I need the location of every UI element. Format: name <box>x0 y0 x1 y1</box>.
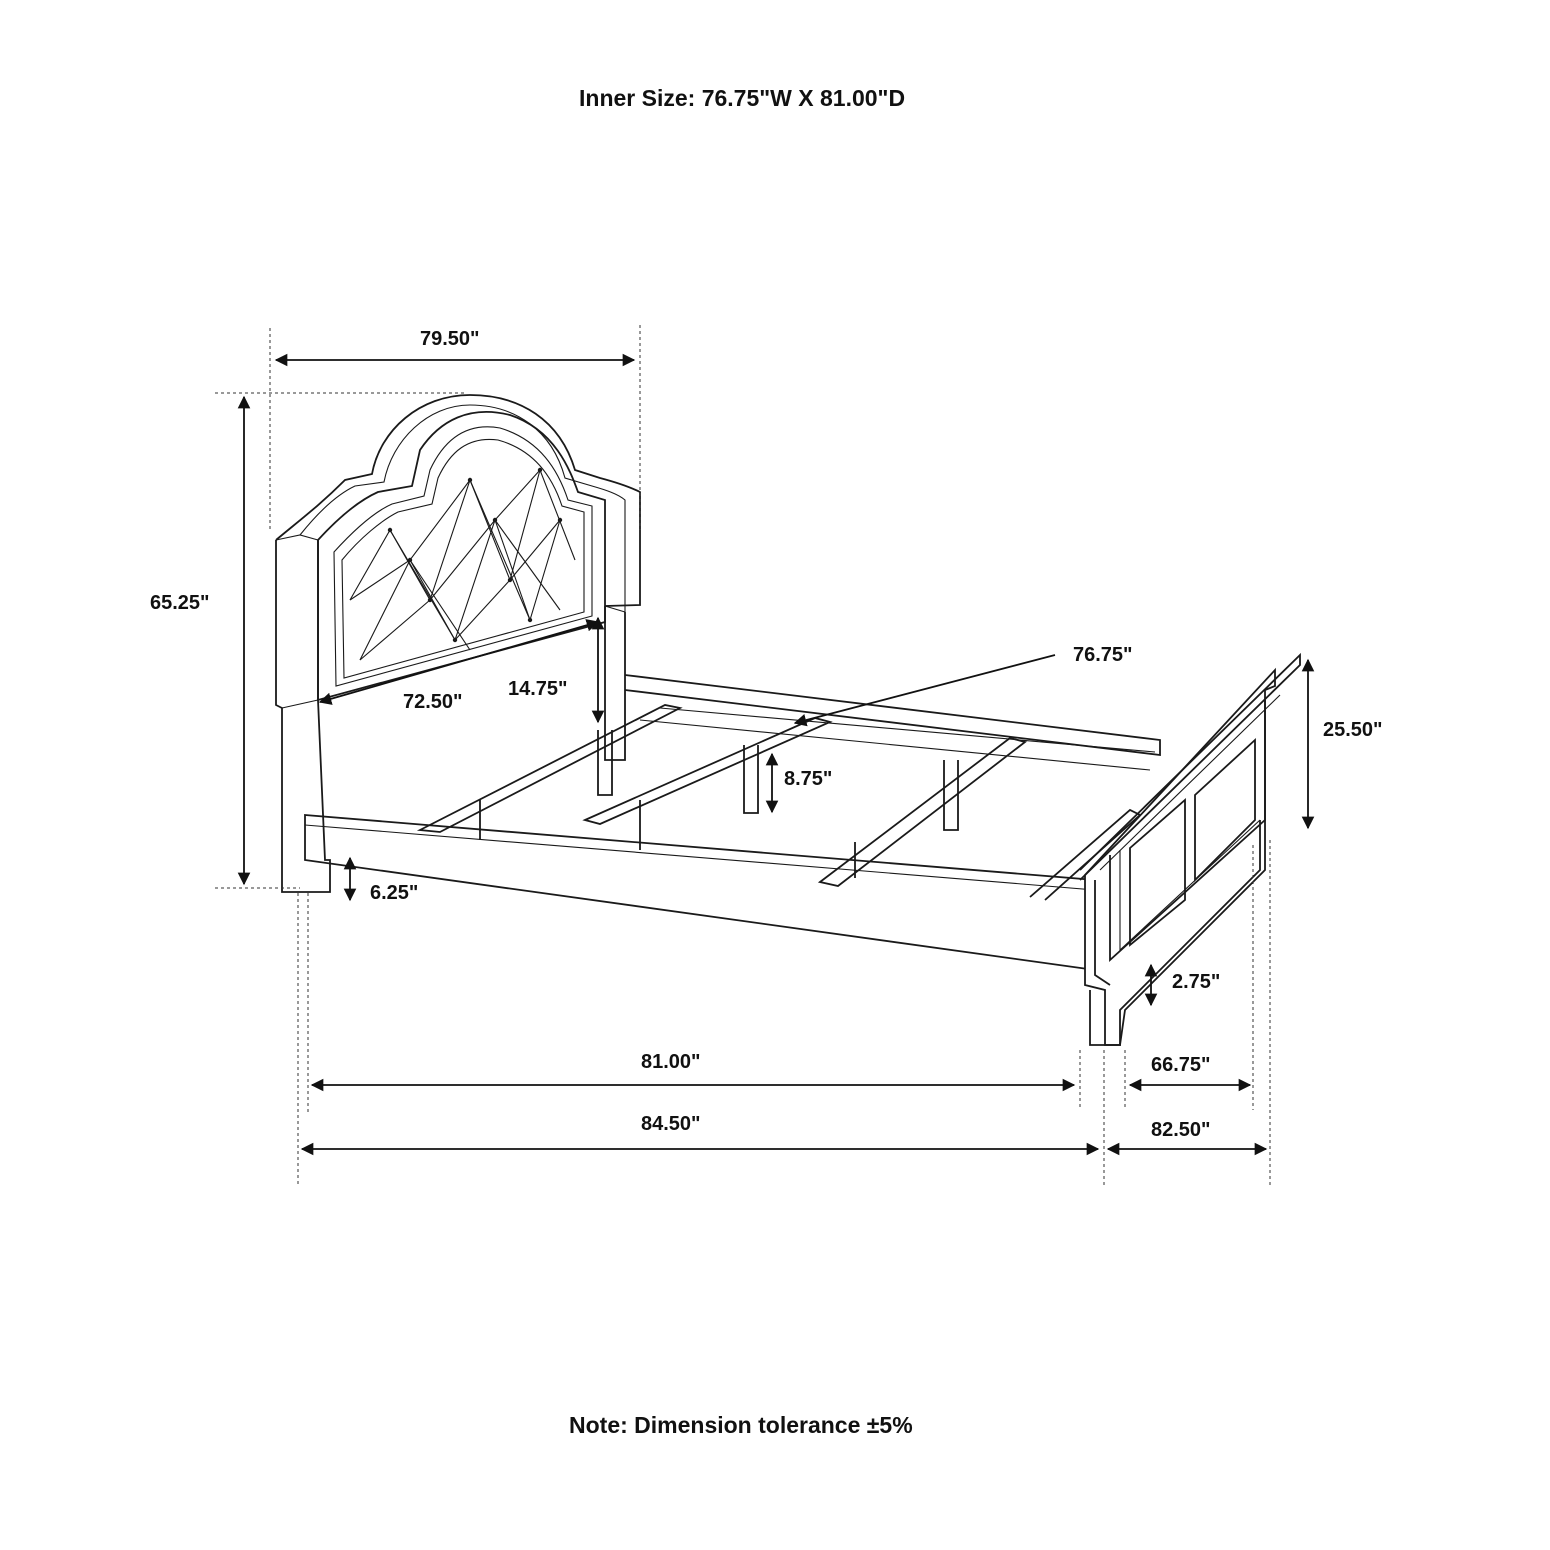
headboard-panel-width-label: 72.50" <box>403 691 463 713</box>
headboard-width-label: 79.50" <box>420 328 480 350</box>
headboard-panel-to-rail-label: 14.75" <box>508 678 568 700</box>
footboard-base-label: 2.75" <box>1172 971 1221 993</box>
front-side-rail <box>304 814 1096 972</box>
back-side-rail <box>624 674 1161 760</box>
inner-length-label: 81.00" <box>641 1051 701 1073</box>
footboard <box>1079 652 1301 1046</box>
footboard-height-label: 25.50" <box>1323 719 1383 741</box>
slat-length-label: 76.75" <box>1073 644 1133 666</box>
slats <box>416 704 1156 901</box>
slat-height-label: 8.75" <box>784 768 833 790</box>
tolerance-note: Note: Dimension tolerance ±5% <box>569 1412 913 1438</box>
overall-height-label: 65.25" <box>150 592 210 614</box>
overall-length-label: 84.50" <box>641 1113 701 1135</box>
dimension-lines <box>215 325 1315 1185</box>
inner-size-title: Inner Size: 76.75"W X 81.00"D <box>579 85 906 111</box>
footboard-width-label: 82.50" <box>1151 1119 1211 1141</box>
footboard-inner-width-label: 66.75" <box>1151 1054 1211 1076</box>
floor-clearance-label: 6.25" <box>370 882 419 904</box>
